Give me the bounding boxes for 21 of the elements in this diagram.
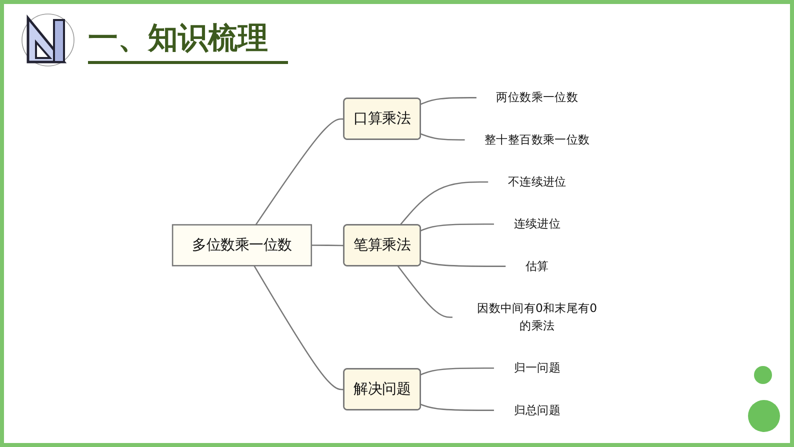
connector [400,181,488,226]
connector [420,133,466,140]
connector [254,265,344,390]
node-text: 因数中间有0和末尾有0的乘法 [477,302,598,333]
connector [420,260,506,267]
connector [420,97,477,105]
node-text: 归总问题 [514,404,560,418]
node-text: 不连续进位 [508,175,566,189]
connector [420,224,494,232]
connector [311,244,344,246]
node-text: 归一问题 [514,361,560,375]
connector [420,368,494,376]
connector [255,118,344,226]
node-text: 连续进位 [514,217,560,231]
connector [397,266,453,318]
node-text: 整十整百数乘一位数 [484,133,590,147]
connector [420,404,494,411]
node-box: 多位数乘一位数 [172,224,312,266]
node-text: 两位数乘一位数 [496,90,578,104]
node-text: 估算 [525,260,549,274]
title: 一、知识梳理 [88,18,288,64]
